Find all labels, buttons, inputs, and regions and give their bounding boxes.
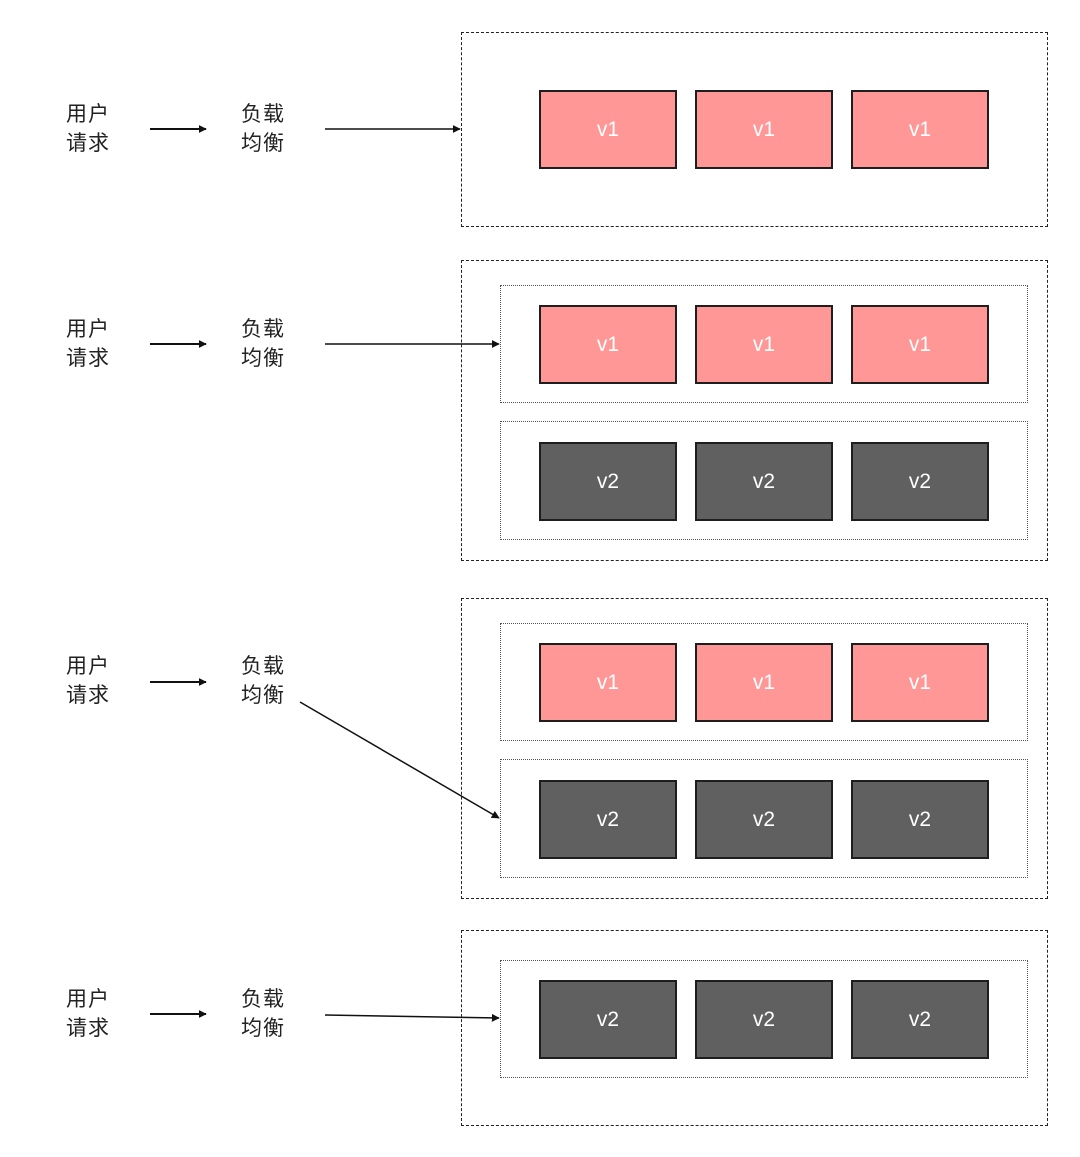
v2-group: v2 v2 v2 <box>500 960 1028 1078</box>
load-balancer-label: 负载 均衡 <box>241 654 285 707</box>
v1-group: v1 v1 v1 <box>500 285 1028 403</box>
v1-instance: v1 <box>851 643 989 722</box>
user-request-label: 用户 请求 <box>66 654 110 707</box>
v2-instance: v2 <box>695 980 833 1059</box>
user-request-label: 用户 请求 <box>66 987 110 1040</box>
v2-instance: v2 <box>851 980 989 1059</box>
load-balancer-label: 负载 均衡 <box>241 317 285 370</box>
v1-instance: v1 <box>851 90 989 169</box>
v2-instance: v2 <box>695 442 833 521</box>
v2-instance: v2 <box>539 780 677 859</box>
cluster-container: v1 v1 v1 <box>461 32 1048 227</box>
cluster-container: v1 v1 v1 v2 v2 v2 <box>461 598 1048 899</box>
v1-instance: v1 <box>851 305 989 384</box>
user-request-label: 用户 请求 <box>66 102 110 155</box>
v2-instance: v2 <box>851 780 989 859</box>
v2-instance: v2 <box>539 980 677 1059</box>
v2-group: v2 v2 v2 <box>500 421 1028 540</box>
v2-instance: v2 <box>851 442 989 521</box>
v1-instance: v1 <box>695 643 833 722</box>
v1-instance: v1 <box>539 90 677 169</box>
v2-instance: v2 <box>695 780 833 859</box>
v2-group: v2 v2 v2 <box>500 759 1028 878</box>
user-request-label: 用户 请求 <box>66 317 110 370</box>
load-balancer-label: 负载 均衡 <box>241 102 285 155</box>
load-balancer-label: 负载 均衡 <box>241 987 285 1040</box>
v1-instance: v1 <box>539 305 677 384</box>
v1-instance: v1 <box>539 643 677 722</box>
v1-instance: v1 <box>695 90 833 169</box>
v1-group: v1 v1 v1 <box>500 623 1028 741</box>
v2-instance: v2 <box>539 442 677 521</box>
cluster-container: v2 v2 v2 <box>461 930 1048 1126</box>
v1-instance: v1 <box>695 305 833 384</box>
cluster-container: v1 v1 v1 v2 v2 v2 <box>461 260 1048 561</box>
